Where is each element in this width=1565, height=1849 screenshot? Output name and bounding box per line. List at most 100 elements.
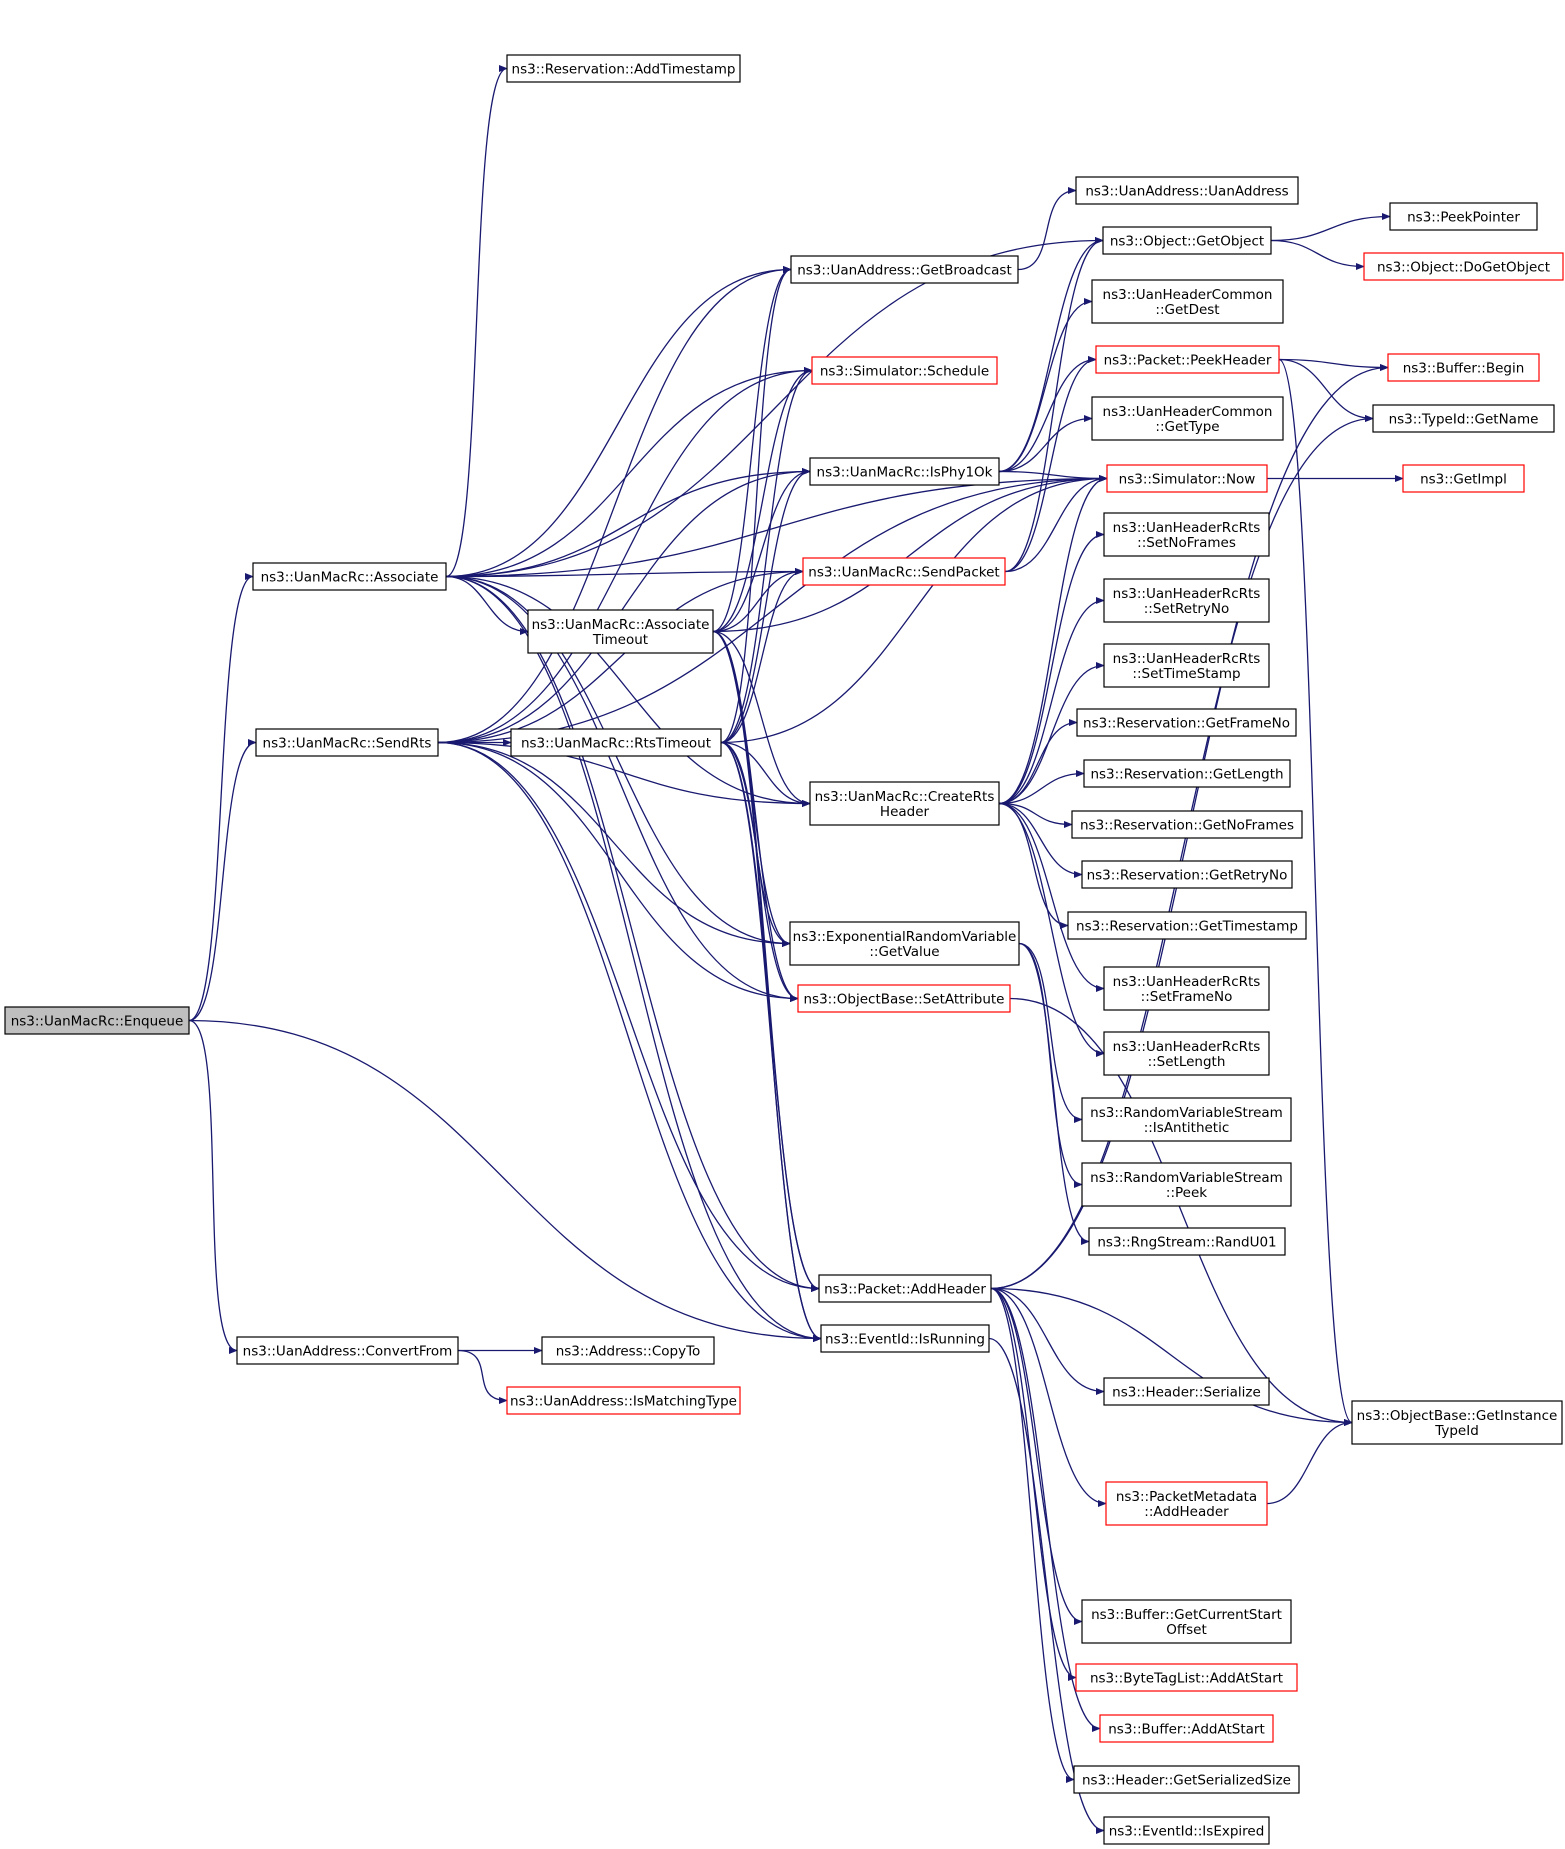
node-convertfrom[interactable]: ns3::UanAddress::ConvertFrom [236, 1336, 459, 1365]
node-bufaddatstart[interactable]: ns3::Buffer::AddAtStart [1099, 1714, 1274, 1743]
edge-sendrts-to-now [437, 474, 1108, 744]
node-pmaddheader[interactable]: ns3::PacketMetadata::AddHeader [1105, 1481, 1268, 1526]
node-box [252, 562, 447, 591]
edge-rtstimeout-to-isphy1ok [720, 467, 811, 744]
node-ismatching[interactable]: ns3::UanAddress::IsMatchingType [506, 1386, 741, 1415]
edge-path [445, 575, 820, 1293]
node-label: ns3::UanAddress::IsMatchingType [510, 1394, 737, 1410]
edge-sendrts-to-sendpacket [437, 567, 804, 744]
node-label: ns3::Object::DoGetObject [1377, 260, 1550, 276]
edge-assoctimeout-to-getvalue [712, 630, 791, 948]
node-label: ::SetTimeStamp [1132, 666, 1240, 682]
node-isexpired[interactable]: ns3::EventId::IsExpired [1103, 1816, 1270, 1845]
edge-path [712, 630, 799, 1003]
node-peek[interactable]: ns3::RandomVariableStream::Peek [1081, 1162, 1292, 1207]
node-randu01[interactable]: ns3::RngStream::RandU01 [1088, 1227, 1286, 1256]
node-setlength[interactable]: ns3::UanHeaderRcRts::SetLength [1103, 1031, 1270, 1076]
edge-associate-to-getbroadcast [445, 265, 792, 578]
node-enqueue[interactable]: ns3::UanMacRc::Enqueue [4, 1006, 190, 1035]
node-box [1363, 252, 1564, 281]
node-schedule[interactable]: ns3::Simulator::Schedule [811, 356, 998, 385]
node-sendpacket[interactable]: ns3::UanMacRc::SendPacket [802, 557, 1006, 586]
node-box [811, 356, 998, 385]
edge-creatertsheader-to-getretryno [998, 802, 1083, 879]
node-setattribute[interactable]: ns3::ObjectBase::SetAttribute [797, 984, 1011, 1013]
node-bytetagaddatstart[interactable]: ns3::ByteTagList::AddAtStart [1075, 1663, 1298, 1692]
edge-path [188, 572, 254, 1022]
edge-sendrts-to-creatertsheader [437, 741, 811, 808]
node-dogetobject[interactable]: ns3::Object::DoGetObject [1363, 252, 1564, 281]
node-isphy1ok[interactable]: ns3::UanMacRc::IsPhy1Ok [809, 457, 1000, 486]
edge-path [1009, 997, 1353, 1427]
edge-enqueue-to-convertfrom [188, 1019, 238, 1355]
node-getnoframes[interactable]: ns3::Reservation::GetNoFrames [1071, 810, 1303, 839]
node-sendrts[interactable]: ns3::UanMacRc::SendRts [255, 728, 439, 757]
node-isantithetic[interactable]: ns3::RandomVariableStream::IsAntithetic [1081, 1097, 1292, 1142]
node-label: ::IsAntithetic [1144, 1120, 1230, 1136]
edge-path [437, 265, 792, 744]
node-getframeno[interactable]: ns3::Reservation::GetFrameNo [1076, 708, 1297, 737]
node-label: ns3::UanHeaderRcRts [1113, 651, 1261, 667]
node-copyto[interactable]: ns3::Address::CopyTo [541, 1336, 715, 1365]
node-box [1081, 1097, 1292, 1142]
node-bufbegin[interactable]: ns3::Buffer::Begin [1387, 353, 1540, 382]
node-uanaddress[interactable]: ns3::UanAddress::UanAddress [1075, 176, 1299, 205]
node-isrunning[interactable]: ns3::EventId::IsRunning [820, 1324, 990, 1353]
edge-sendpacket-to-peekheader [1004, 355, 1097, 573]
node-getretryno[interactable]: ns3::Reservation::GetRetryNo [1081, 860, 1293, 889]
node-typeidgetname[interactable]: ns3::TypeId::GetName [1372, 404, 1555, 433]
edge-path [998, 802, 1105, 993]
node-getbroadcast[interactable]: ns3::UanAddress::GetBroadcast [790, 255, 1019, 284]
node-peekheader[interactable]: ns3::Packet::PeekHeader [1095, 345, 1280, 374]
edge-path [988, 1337, 1105, 1835]
node-label: ns3::Packet::PeekHeader [1104, 353, 1272, 369]
node-addheader[interactable]: ns3::Packet::AddHeader [818, 1274, 992, 1303]
edge-isphy1ok-to-peekheader [998, 355, 1097, 473]
edge-path [1266, 1418, 1353, 1505]
node-getserializedsize[interactable]: ns3::Header::GetSerializedSize [1073, 1765, 1300, 1794]
node-label: ns3::Reservation::GetTimestamp [1076, 919, 1298, 935]
node-box [809, 457, 1000, 486]
node-label: ns3::UanHeaderRcRts [1113, 586, 1261, 602]
edge-path [990, 1287, 1105, 1396]
edge-associate-to-isphy1ok [445, 467, 811, 578]
edge-path [998, 297, 1093, 473]
node-gettype[interactable]: ns3::UanHeaderCommon::GetType [1091, 396, 1284, 441]
node-getdest[interactable]: ns3::UanHeaderCommon::GetDest [1091, 279, 1284, 324]
node-settimestamp[interactable]: ns3::UanHeaderRcRts::SetTimeStamp [1103, 643, 1270, 688]
node-box [1351, 1400, 1563, 1445]
node-box [797, 984, 1011, 1013]
edge-path [712, 474, 1108, 633]
edge-associate-to-addtimestamp [445, 65, 508, 578]
node-addtimestamp[interactable]: ns3::Reservation::AddTimestamp [506, 54, 741, 83]
node-box [1081, 1162, 1292, 1207]
edge-path [998, 718, 1078, 805]
edge-path [998, 474, 1108, 805]
node-setnoframes[interactable]: ns3::UanHeaderRcRts::SetNoFrames [1103, 512, 1270, 557]
node-setretryno[interactable]: ns3::UanHeaderRcRts::SetRetryNo [1103, 578, 1270, 623]
node-now[interactable]: ns3::Simulator::Now [1106, 464, 1268, 493]
node-getimpl[interactable]: ns3::GetImpl [1402, 464, 1525, 493]
node-setframeno[interactable]: ns3::UanHeaderRcRts::SetFrameNo [1103, 966, 1270, 1011]
edge-path [712, 630, 791, 948]
node-associate[interactable]: ns3::UanMacRc::Associate [252, 562, 447, 591]
node-getlength[interactable]: ns3::Reservation::GetLength [1083, 759, 1291, 788]
node-label: ns3::UanMacRc::IsPhy1Ok [817, 465, 993, 481]
node-box [1088, 1227, 1286, 1256]
node-rtstimeout[interactable]: ns3::UanMacRc::RtsTimeout [510, 728, 722, 757]
edge-path [445, 575, 791, 948]
node-label: ns3::Header::Serialize [1112, 1385, 1261, 1401]
edge-creatertsheader-to-setframeno [998, 802, 1105, 993]
edge-path [998, 530, 1105, 805]
node-getobject[interactable]: ns3::Object::GetObject [1102, 226, 1272, 255]
node-getvalue[interactable]: ns3::ExponentialRandomVariable::GetValue [789, 921, 1020, 966]
node-serialize[interactable]: ns3::Header::Serialize [1103, 1377, 1270, 1406]
node-box [1103, 643, 1270, 688]
node-peekpointer[interactable]: ns3::PeekPointer [1389, 202, 1538, 231]
edge-path [1278, 358, 1353, 1426]
node-gettimestamp[interactable]: ns3::Reservation::GetTimestamp [1067, 911, 1307, 940]
